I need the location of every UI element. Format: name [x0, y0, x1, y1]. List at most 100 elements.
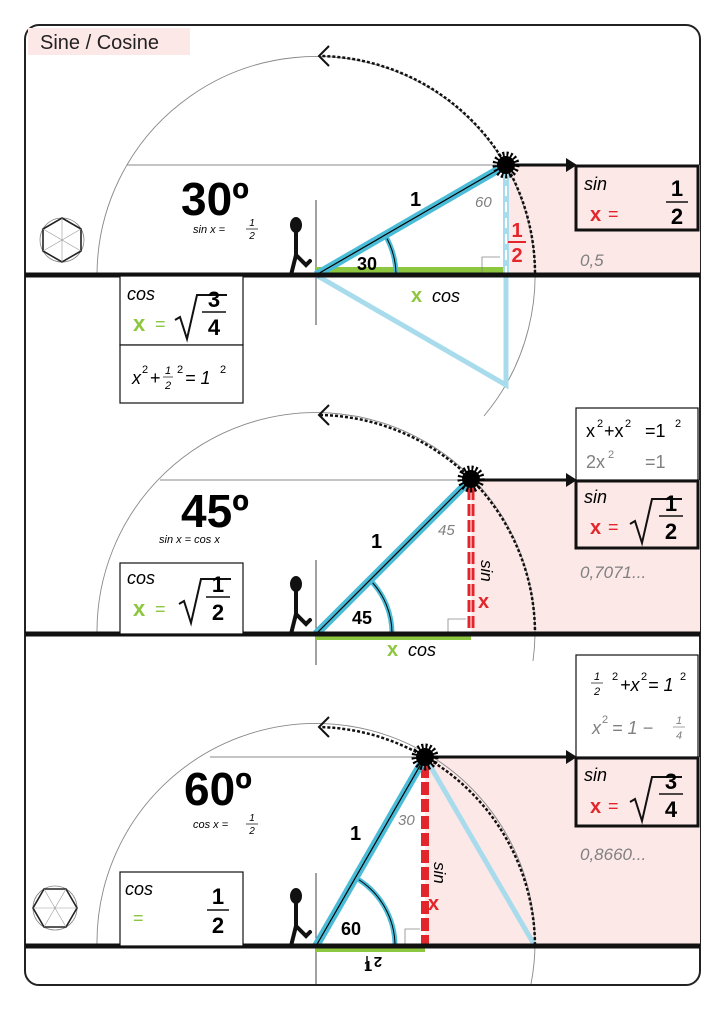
eq-term: 2x — [586, 452, 605, 472]
eq-result: = 1 — [648, 675, 674, 695]
square-root-icon — [178, 578, 231, 627]
eq-numerator: 1 — [165, 365, 171, 377]
sin-side-label: sin — [477, 560, 496, 582]
sin-x: x — [590, 517, 601, 539]
angle-label: 60 — [341, 919, 361, 939]
decimal-value: 0,5 — [580, 251, 604, 270]
square-root-icon — [629, 498, 682, 547]
stick-figure-icon — [289, 888, 312, 948]
sin-denominator: 4 — [665, 797, 678, 822]
relation-text: sin x = cos x — [159, 534, 220, 546]
eq-numerator: 1 — [594, 671, 600, 683]
sin-x: x — [590, 204, 601, 226]
arrow-right-icon — [566, 750, 577, 764]
cos-label: cos — [127, 568, 155, 588]
sin-x: x — [590, 796, 601, 818]
hypotenuse-label: 1 — [350, 823, 361, 845]
cos-equals: = — [155, 314, 166, 334]
starburst-point-icon — [497, 156, 515, 174]
decimal-value: 0,8660... — [580, 845, 646, 864]
eq-exponent: 2 — [597, 418, 603, 430]
sin-side-numerator: 1 — [511, 220, 522, 242]
sin-equals: = — [608, 796, 619, 816]
cos-side — [316, 267, 506, 273]
relation-denominator: 2 — [248, 826, 255, 837]
rotation-arc — [319, 725, 426, 759]
eq-result: =1 — [645, 421, 666, 441]
cos-denominator: 2 — [212, 913, 224, 938]
eq-exponent: 2 — [142, 364, 148, 376]
cos-label: cos — [127, 284, 155, 304]
stick-figure-icon — [289, 217, 312, 277]
relation-numerator: 1 — [249, 813, 255, 824]
cos-side-label: cos — [408, 640, 436, 660]
sin-x-label: x — [478, 591, 489, 613]
panel-45-degrees: 45º sin x = cos x 1 45 45 x sin x cos x … — [25, 404, 700, 665]
eq-exponent: 2 — [608, 449, 614, 461]
cos-numerator: 3 — [208, 287, 220, 312]
eq-exponent: 2 — [177, 364, 183, 376]
eq-result: =1 — [645, 452, 666, 472]
degree-label: 30º — [181, 173, 249, 225]
cos-x: x — [133, 596, 146, 621]
eq-exponent: 2 — [680, 671, 686, 683]
right-angle-marker — [481, 256, 500, 275]
cos-numerator: 1 — [212, 884, 224, 909]
sin-side-label: sin — [430, 862, 449, 884]
cos-equals: = — [155, 599, 166, 619]
cos-result-box: cos x = 3 4 — [119, 275, 244, 346]
starburst-point-icon — [462, 470, 480, 488]
relation-denominator: 2 — [248, 231, 255, 242]
eq-exponent: 2 — [675, 418, 681, 430]
eq-exponent: 2 — [220, 364, 226, 376]
base-denominator: 2 — [374, 953, 382, 970]
sin-label: sin — [584, 487, 607, 507]
cos-numerator: 1 — [212, 572, 224, 597]
hypotenuse-label: 1 — [410, 189, 421, 211]
cos-denominator: 4 — [208, 315, 221, 340]
sin-numerator: 1 — [665, 491, 677, 516]
equation-box: 1 2 2 +x 2 = 1 2 x 2 = 1 − 1 4 — [575, 654, 699, 758]
eq-term: x — [131, 368, 142, 388]
base-half-label: 1 — [364, 958, 372, 975]
sin-equals: = — [608, 517, 619, 537]
eq-exponent: 2 — [625, 418, 631, 430]
relation-numerator: 1 — [249, 218, 255, 229]
arrow-left-icon — [317, 716, 330, 738]
title: Sine / Cosine — [40, 32, 159, 54]
sin-x-label: x — [428, 893, 439, 915]
sin-label: sin — [584, 174, 607, 194]
cos-label: cos — [125, 879, 153, 899]
cos-side-label: cos — [432, 286, 460, 306]
rotation-arc — [319, 413, 472, 480]
cos-side — [316, 946, 425, 952]
eq-term: +x — [604, 421, 624, 441]
arrow-right-icon — [566, 158, 577, 172]
sin-result-box: sin x = 3 4 — [574, 756, 700, 828]
eq-operator: + — [150, 368, 161, 388]
base-numerator: 1 — [364, 958, 372, 975]
eq-exponent: 2 — [641, 671, 647, 683]
eq-denominator: 2 — [593, 686, 600, 698]
eq-term: +x — [620, 675, 641, 695]
eq-term: x — [591, 718, 602, 738]
hexagon-icon — [39, 217, 85, 263]
complement-angle-label: 30 — [398, 812, 415, 829]
right-angle-marker — [447, 618, 466, 634]
angle-label: 45 — [352, 608, 372, 628]
cos-result-box: cos x = 1 2 — [119, 562, 244, 635]
cos-x-label: x — [411, 285, 422, 307]
sin-equals: = — [608, 204, 619, 224]
degree-label: 60º — [184, 763, 252, 815]
decimal-value: 0,7071... — [580, 563, 646, 582]
sin-side-denominator: 2 — [511, 245, 522, 267]
eq-denominator: 4 — [676, 730, 682, 742]
pythagoras-box: x 2 + 1 2 2 = 1 2 — [119, 344, 244, 404]
sin-denominator: 2 — [665, 519, 677, 544]
title-tab — [28, 28, 190, 55]
hexagon-icon — [32, 885, 78, 931]
cos-side — [316, 634, 471, 640]
complement-angle-label: 60 — [475, 194, 492, 211]
sin-label: sin — [584, 765, 607, 785]
cos-x-label: x — [387, 639, 398, 661]
